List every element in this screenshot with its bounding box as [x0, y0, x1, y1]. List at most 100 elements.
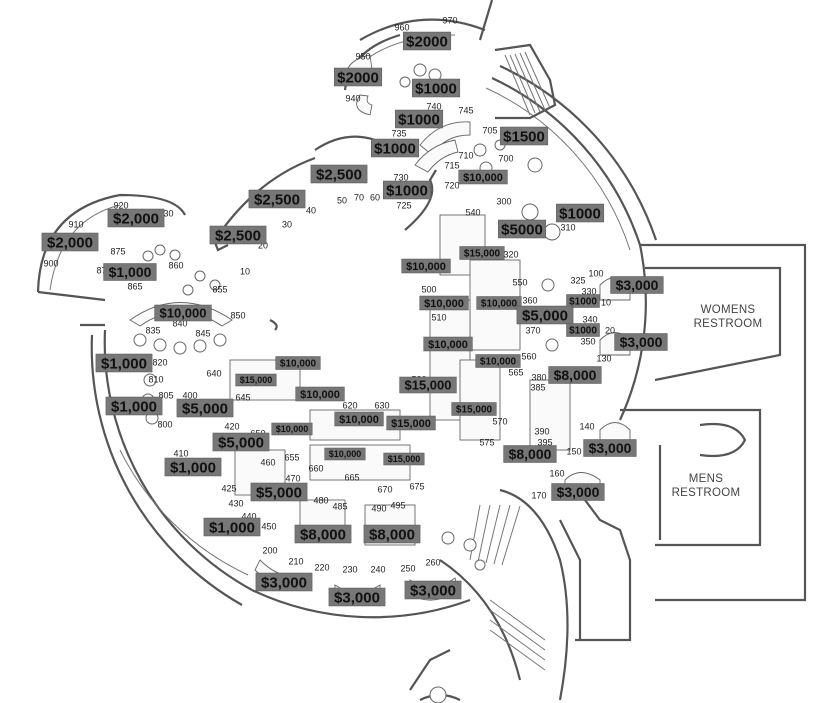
price-tag[interactable]: $10,000	[475, 354, 521, 368]
section-number[interactable]: 340	[582, 314, 597, 324]
section-number[interactable]: 835	[145, 325, 160, 335]
section-number[interactable]: 210	[288, 556, 303, 566]
price-tag[interactable]: $2,000	[41, 232, 99, 251]
section-number[interactable]: 425	[221, 483, 236, 493]
section-number[interactable]: 950	[355, 51, 370, 61]
section-number[interactable]: 350	[580, 336, 595, 346]
section-number[interactable]: 715	[444, 160, 459, 170]
section-number[interactable]: 240	[370, 564, 385, 574]
section-number[interactable]: 130	[596, 353, 611, 363]
section-number[interactable]: 320	[503, 249, 518, 259]
section-number[interactable]: 300	[496, 196, 511, 206]
section-number[interactable]: 720	[444, 180, 459, 190]
price-tag[interactable]: $10,000	[401, 258, 451, 274]
price-tag[interactable]: $3,000	[255, 572, 313, 591]
section-number[interactable]: 620	[342, 400, 357, 410]
price-tag[interactable]: $2,500	[310, 164, 368, 183]
price-tag[interactable]: $1000	[566, 323, 600, 337]
price-tag[interactable]: $15,000	[451, 402, 497, 416]
section-number[interactable]: 655	[284, 452, 299, 462]
price-tag[interactable]: $3,000	[404, 580, 462, 599]
price-tag[interactable]: $10,000	[476, 296, 522, 310]
price-tag[interactable]: $10,000	[419, 295, 469, 311]
section-number[interactable]: 550	[512, 277, 527, 287]
price-tag[interactable]: $10,000	[334, 411, 384, 427]
price-tag[interactable]: $1000	[395, 109, 444, 128]
section-number[interactable]: 565	[508, 367, 523, 377]
section-number[interactable]: 705	[482, 125, 497, 135]
section-number[interactable]: 970	[442, 15, 457, 25]
price-tag[interactable]: $10,000	[154, 304, 212, 322]
section-number[interactable]: 920	[113, 200, 128, 210]
section-number[interactable]: 70	[354, 192, 364, 202]
section-number[interactable]: 480	[313, 495, 328, 505]
section-number[interactable]: 510	[431, 312, 446, 322]
price-tag[interactable]: $1000	[412, 78, 461, 97]
price-tag[interactable]: $5000	[498, 219, 547, 238]
section-number[interactable]: 10	[240, 266, 250, 276]
price-tag[interactable]: $15,000	[235, 373, 277, 387]
section-number[interactable]: 60	[370, 192, 380, 202]
section-number[interactable]: 700	[498, 153, 513, 163]
section-number[interactable]: 470	[285, 473, 300, 483]
price-tag[interactable]: $8,000	[548, 366, 602, 384]
price-tag[interactable]: $1000	[566, 294, 600, 308]
price-tag[interactable]: $15,000	[383, 452, 425, 466]
price-tag[interactable]: $3,000	[328, 587, 386, 606]
section-number[interactable]: 875	[110, 246, 125, 256]
section-number[interactable]: 330	[581, 286, 596, 296]
section-number[interactable]: 805	[158, 390, 173, 400]
price-tag[interactable]: $2,000	[107, 208, 165, 227]
section-number[interactable]: 540	[465, 207, 480, 217]
price-tag[interactable]: $5,000	[176, 398, 234, 417]
section-number[interactable]: 325	[570, 275, 585, 285]
section-number[interactable]: 820	[152, 357, 167, 367]
section-number[interactable]: 940	[345, 93, 360, 103]
section-number[interactable]: 485	[332, 501, 347, 511]
price-tag[interactable]: $10,000	[295, 386, 345, 402]
section-number[interactable]: 800	[157, 419, 172, 429]
price-tag[interactable]: $2,500	[209, 225, 267, 244]
section-number[interactable]: 440	[241, 511, 256, 521]
section-number[interactable]: 575	[479, 437, 494, 447]
section-number[interactable]: 160	[549, 468, 564, 478]
section-number[interactable]: 200	[262, 545, 277, 555]
section-number[interactable]: 910	[68, 219, 83, 229]
section-number[interactable]: 20	[258, 240, 268, 250]
section-number[interactable]: 730	[393, 172, 408, 182]
section-number[interactable]: 560	[521, 351, 536, 361]
section-number[interactable]: 860	[168, 260, 183, 270]
price-tag[interactable]: $8,000	[294, 524, 352, 543]
section-number[interactable]: 710	[458, 150, 473, 160]
price-tag[interactable]: $15,000	[459, 246, 505, 260]
section-number[interactable]: 250	[400, 563, 415, 573]
section-number[interactable]: 725	[396, 200, 411, 210]
section-number[interactable]: 220	[314, 562, 329, 572]
section-number[interactable]: 840	[172, 318, 187, 328]
section-number[interactable]: 490	[371, 503, 386, 513]
price-tag[interactable]: $8,000	[503, 445, 557, 463]
price-tag[interactable]: $1500	[500, 126, 549, 145]
price-tag[interactable]: $1,000	[103, 263, 157, 281]
section-number[interactable]: 430	[228, 498, 243, 508]
section-number[interactable]: 450	[261, 521, 276, 531]
section-number[interactable]: 385	[530, 382, 545, 392]
section-number[interactable]: 20	[605, 325, 615, 335]
price-tag[interactable]: $3,000	[614, 333, 668, 351]
price-tag[interactable]: $1,000	[95, 353, 153, 372]
section-number[interactable]: 570	[492, 416, 507, 426]
section-number[interactable]: 645	[235, 392, 250, 402]
section-number[interactable]: 960	[394, 22, 409, 32]
section-number[interactable]: 150	[566, 446, 581, 456]
price-tag[interactable]: $5,000	[212, 432, 270, 451]
section-number[interactable]: 845	[195, 328, 210, 338]
price-tag[interactable]: $2000	[403, 31, 452, 50]
section-number[interactable]: 740	[426, 101, 441, 111]
section-number[interactable]: 395	[537, 437, 552, 447]
section-number[interactable]: 310	[560, 222, 575, 232]
price-tag[interactable]: $10,000	[458, 169, 508, 185]
price-tag[interactable]: $1,000	[164, 457, 222, 476]
section-number[interactable]: 170	[531, 490, 546, 500]
price-tag[interactable]: $10,000	[275, 356, 321, 370]
price-tag[interactable]: $5,000	[516, 305, 574, 324]
